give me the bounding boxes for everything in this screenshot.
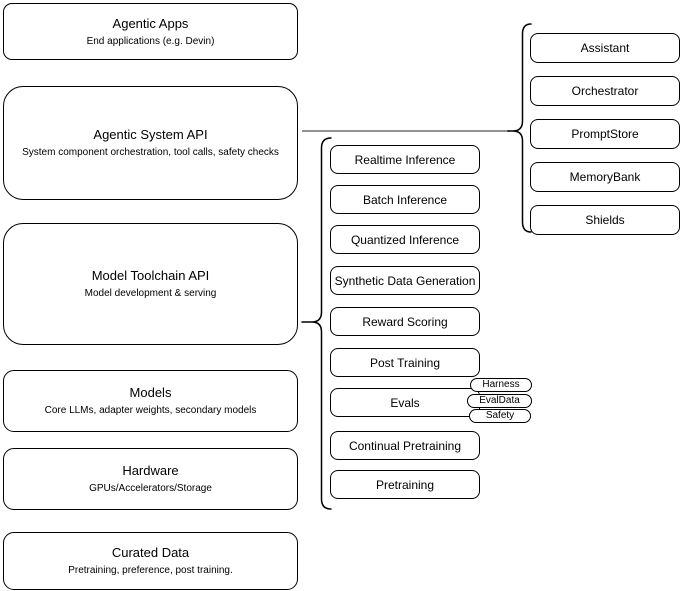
toolchain-item-evals: Evals: [330, 388, 480, 417]
model-toolchain-api-subtitle: Model development & serving: [84, 288, 217, 299]
system-components-brace: [507, 23, 532, 233]
agentic-apps-subtitle: End applications (e.g. Devin): [86, 35, 215, 47]
stack-box-models: Models Core LLMs, adapter weights, secon…: [3, 370, 298, 432]
toolchain-item-continual-pretraining: Continual Pretraining: [330, 431, 480, 460]
models-subtitle: Core LLMs, adapter weights, secondary mo…: [44, 405, 257, 416]
agentic-system-api-title: Agentic System API: [93, 127, 208, 142]
system-component-shields: Shields: [530, 205, 680, 235]
hardware-title: Hardware: [122, 463, 179, 478]
models-title: Models: [129, 385, 172, 400]
model-toolchain-api-title: Model Toolchain API: [91, 268, 210, 283]
system-component-assistant: Assistant: [530, 33, 680, 63]
system-component-memorybank: MemoryBank: [530, 162, 680, 192]
stack-box-curated-data: Curated Data Pretraining, preference, po…: [3, 532, 298, 590]
toolchain-item-realtime-inference: Realtime Inference: [330, 145, 480, 174]
toolchain-item-pretraining: Pretraining: [330, 470, 480, 499]
stack-box-agentic-system-api: Agentic System API System component orch…: [3, 86, 298, 200]
toolchain-item-quantized-inference: Quantized Inference: [330, 225, 480, 254]
curated-data-title: Curated Data: [111, 545, 190, 560]
toolchain-item-synthetic-data-generation: Synthetic Data Generation: [330, 266, 480, 295]
stack-box-model-toolchain-api: Model Toolchain API Model development & …: [3, 223, 298, 345]
curated-data-subtitle: Pretraining, preference, post training.: [68, 565, 233, 576]
toolchain-brace: [301, 137, 332, 510]
eval-tag-safety: Safety: [469, 409, 531, 423]
system-component-promptstore: PromptStore: [530, 119, 680, 149]
toolchain-item-post-training: Post Training: [330, 348, 480, 377]
stack-box-agentic-apps: Agentic Apps End applications (e.g. Devi…: [3, 3, 298, 60]
agentic-apps-title: Agentic Apps: [112, 15, 189, 31]
eval-tag-evaldata: EvalData: [467, 394, 532, 408]
hardware-subtitle: GPUs/Accelerators/Storage: [89, 483, 212, 494]
system-component-orchestrator: Orchestrator: [530, 76, 680, 106]
toolchain-item-reward-scoring: Reward Scoring: [330, 307, 480, 336]
stack-box-hardware: Hardware GPUs/Accelerators/Storage: [3, 448, 298, 510]
toolchain-item-batch-inference: Batch Inference: [330, 185, 480, 214]
eval-tag-harness: Harness: [470, 378, 532, 392]
agentic-system-api-subtitle: System component orchestration, tool cal…: [22, 147, 279, 158]
